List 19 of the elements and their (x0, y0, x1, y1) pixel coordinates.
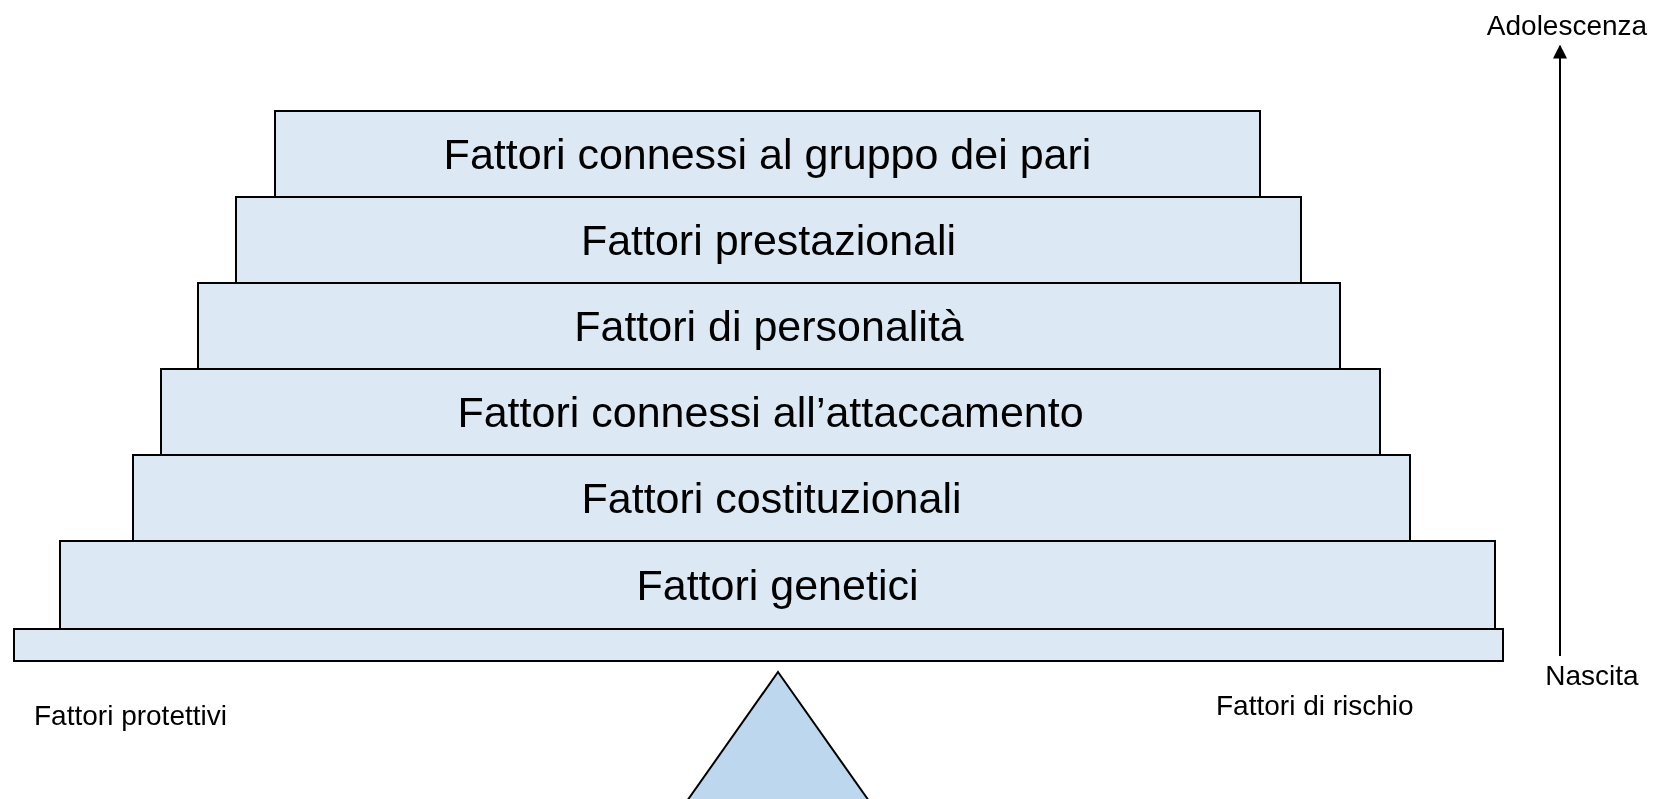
balance-beam (13, 628, 1504, 662)
stacked-box (197, 282, 1341, 370)
side-label: Fattori di rischio (1216, 690, 1414, 722)
node-label: Adolescenza (1486, 10, 1648, 42)
stacked-box (160, 368, 1381, 456)
node-label: Fattori costituzionali (581, 473, 962, 523)
stacked-box (132, 454, 1411, 542)
node-label: Fattori connessi all’attaccamento (457, 387, 1084, 437)
stacked-box (59, 540, 1496, 630)
node-label: Fattori genetici (636, 560, 919, 610)
arrow (1553, 44, 1567, 657)
side-label: Fattori protettivi (34, 700, 227, 732)
node-label: Nascita (1545, 660, 1639, 692)
node-label: Fattori prestazionali (580, 215, 957, 265)
node-label: Fattori di personalità (574, 301, 964, 351)
stacked-box (274, 110, 1261, 198)
node-label: Fattori connessi al gruppo dei pari (443, 129, 1092, 179)
stacked-box (235, 196, 1302, 284)
fulcrum-triangle (686, 671, 870, 799)
